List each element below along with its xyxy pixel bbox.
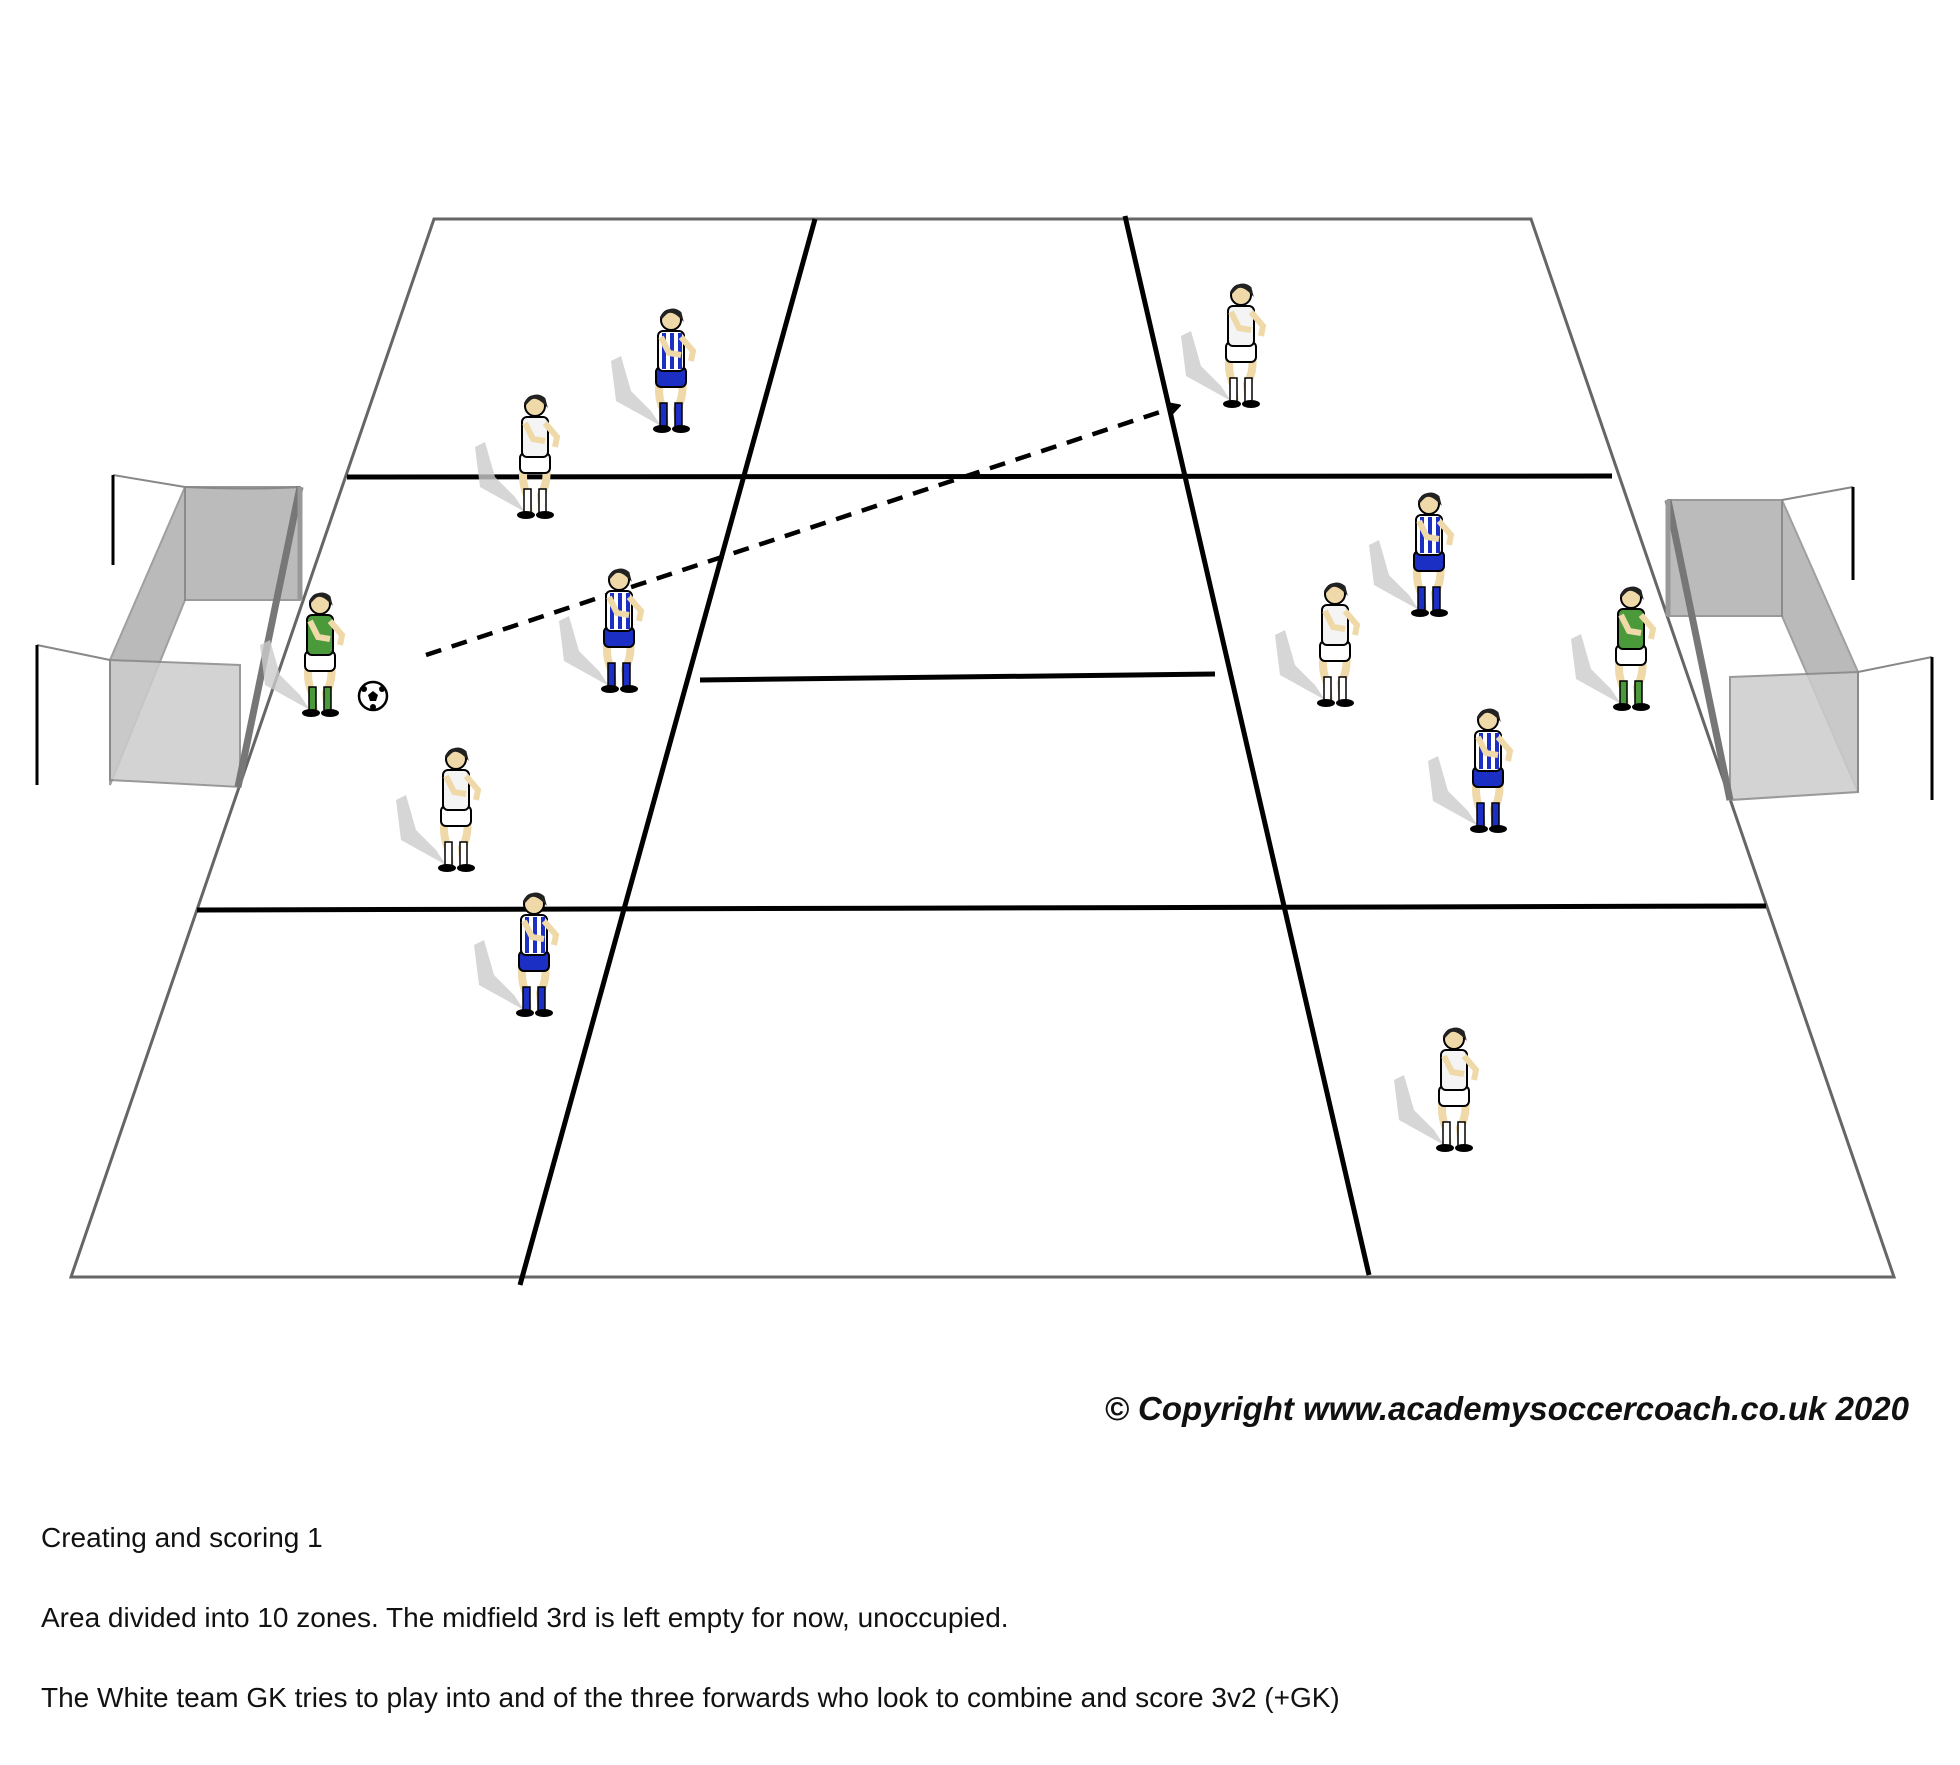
- zone-lines: [196, 215, 1767, 1286]
- white-team-player-10: [1394, 1027, 1480, 1152]
- left-goal: [35, 474, 304, 789]
- zone-line-bottom: [196, 903, 1767, 913]
- white-team-player-8: [1181, 283, 1267, 408]
- goalkeeper-12: [1571, 586, 1657, 711]
- drill-title: Creating and scoring 1: [41, 1522, 323, 1553]
- pass-arrow: [425, 406, 1178, 658]
- blue-team-player-5: [1428, 708, 1514, 833]
- zone-line-middle: [699, 671, 1216, 683]
- drill-description-line-1: Area divided into 10 zones. The midfield…: [41, 1602, 1009, 1633]
- blue-team-player-1: [611, 308, 697, 433]
- right-goal: [1664, 486, 1934, 802]
- ball: [357, 680, 389, 712]
- goalkeeper-11: [260, 592, 346, 717]
- blue-team-player-4: [1369, 492, 1455, 617]
- pitch-outline: [68, 217, 1897, 1279]
- blue-team-player-3: [474, 892, 560, 1017]
- drill-description-line-2: The White team GK tries to play into and…: [41, 1682, 1340, 1713]
- copyright-notice: © Copyright www.academysoccercoach.co.uk…: [1104, 1390, 1909, 1427]
- zone-line-left: [517, 218, 818, 1286]
- white-team-player-7: [396, 747, 482, 872]
- blue-team-player-2: [559, 568, 645, 693]
- white-team-player-9: [1275, 582, 1361, 707]
- zone-line-right: [1122, 215, 1372, 1276]
- players: [260, 283, 1657, 1152]
- zone-line-top: [346, 473, 1613, 480]
- white-team-player-6: [475, 394, 561, 519]
